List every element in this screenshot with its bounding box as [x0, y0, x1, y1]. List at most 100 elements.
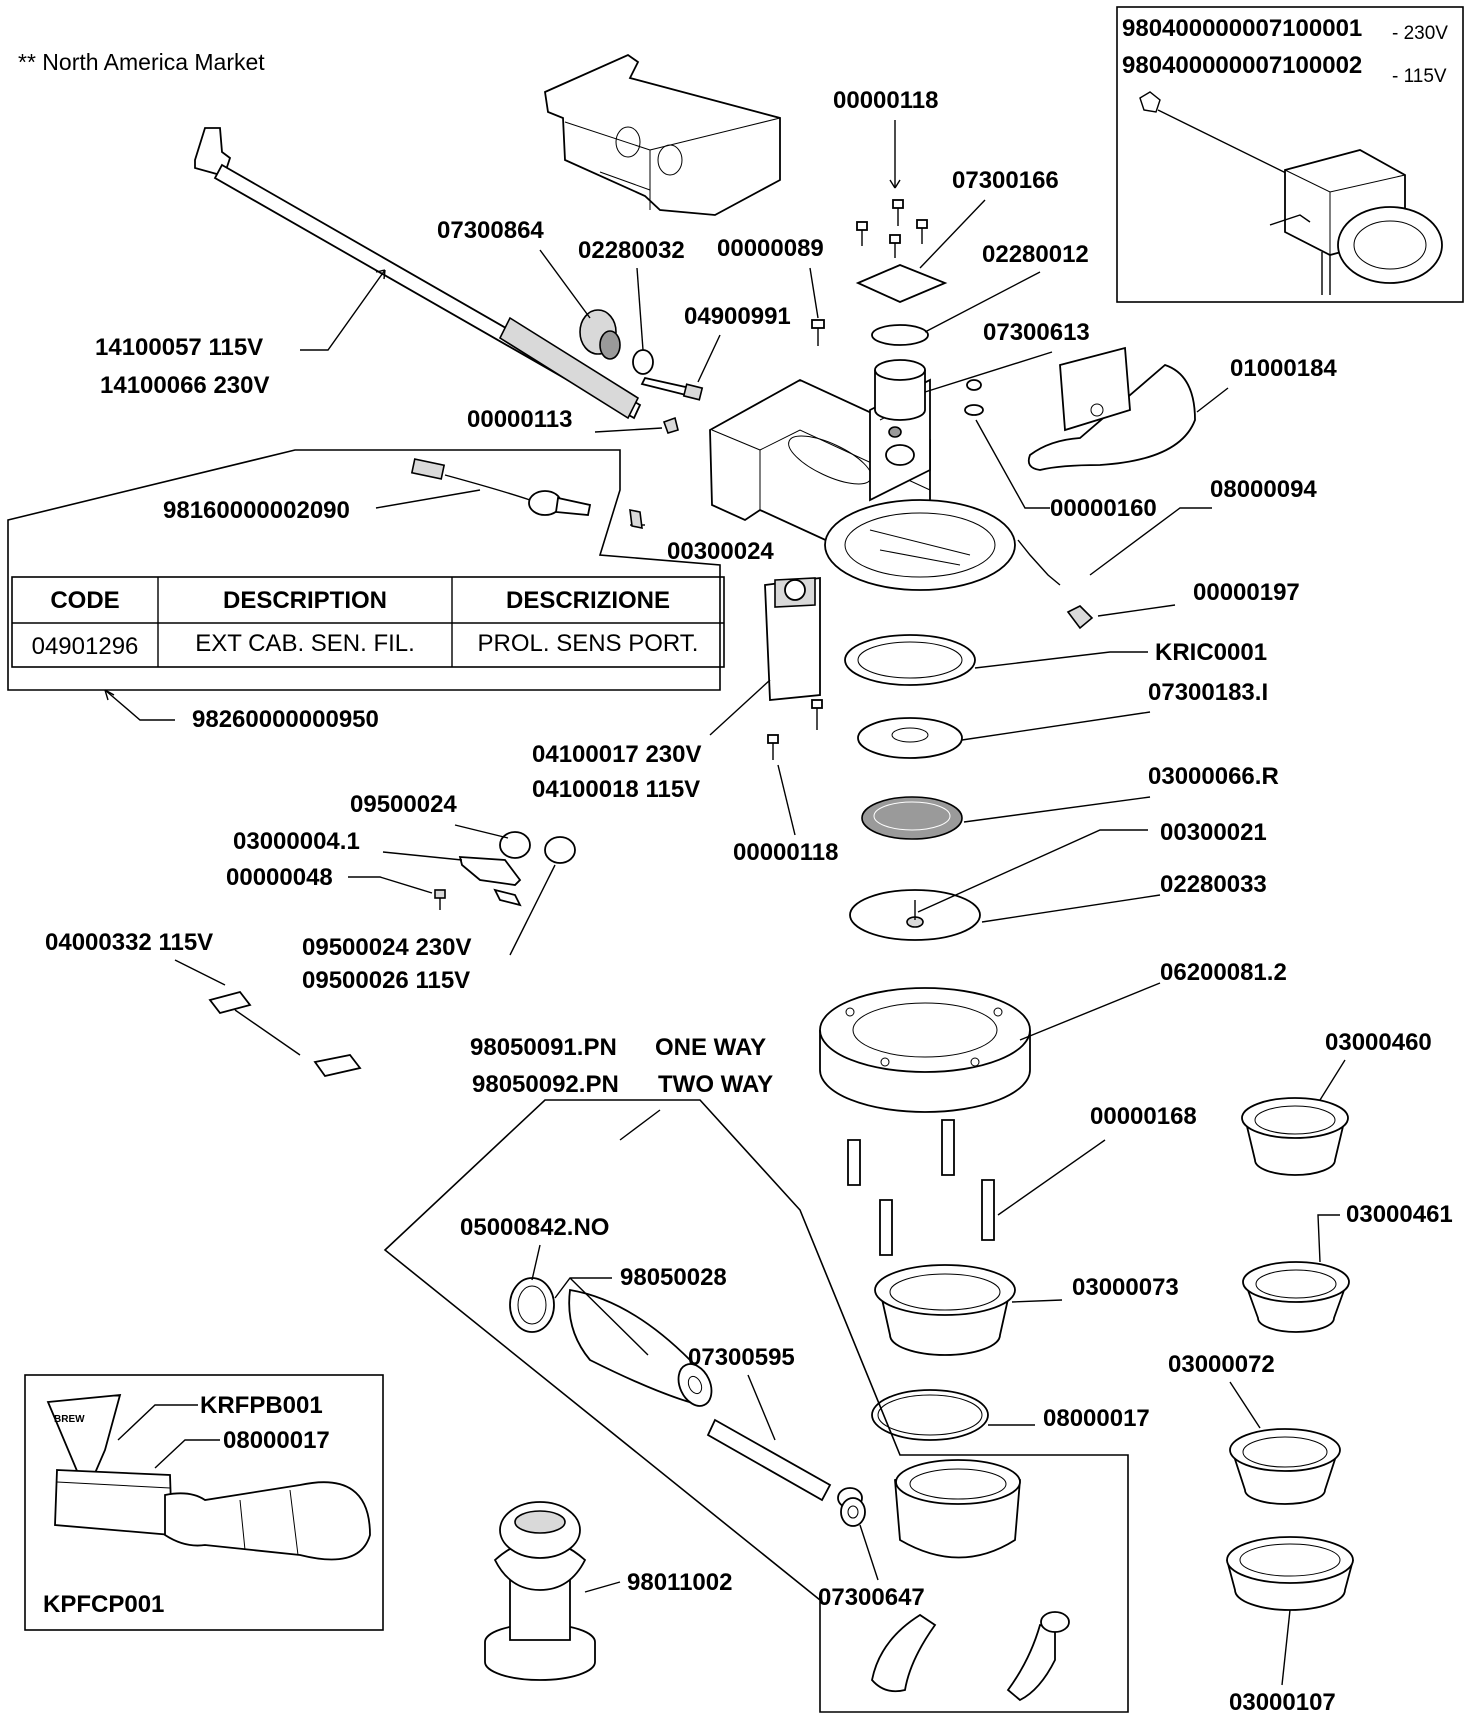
cable-98160000002090 — [410, 458, 643, 530]
label-07300864: 07300864 — [437, 217, 544, 244]
oring-02280032 — [632, 349, 654, 375]
north-america-note: ** North America Market — [18, 49, 265, 75]
label-98160000002090: 98160000002090 — [163, 497, 350, 524]
label-98050091: 98050091.PN — [470, 1034, 617, 1061]
brew-stamp: BREW — [54, 1414, 85, 1425]
heating-element-probe — [194, 127, 642, 420]
label-14100057: 14100057 115V — [95, 334, 263, 361]
label-98050091-type: ONE WAY — [655, 1034, 766, 1061]
label-00000118-top: 00000118 — [833, 87, 938, 114]
label-02280033: 02280033 — [1160, 871, 1267, 898]
table-header-code: CODE — [50, 587, 119, 614]
label-04900991: 04900991 — [684, 303, 791, 330]
valve-04100017 — [764, 576, 823, 730]
basket-03000107 — [1226, 1536, 1354, 1611]
label-krfpb001: KRFPB001 — [200, 1392, 323, 1419]
fitting-07300864 — [579, 309, 621, 360]
inset-line1-voltage: - 230V — [1392, 23, 1448, 44]
spring-08000017 — [871, 1389, 989, 1441]
inset-line2-voltage: - 115V — [1392, 66, 1447, 87]
ring-05000842-no — [509, 1277, 555, 1333]
handle-98050028 — [568, 1288, 713, 1407]
inset-line1-code: 980400000007100001 — [1122, 15, 1362, 42]
screw-00000197 — [1066, 605, 1094, 630]
spout-one-way — [871, 1613, 937, 1693]
table-cell-descrizione: PROL. SENS PORT. — [478, 630, 699, 657]
label-98011002: 98011002 — [627, 1569, 732, 1596]
basket-03000461 — [1242, 1261, 1350, 1333]
label-98050092-type: TWO WAY — [658, 1071, 773, 1098]
label-05000842-no: 05000842.NO — [460, 1214, 609, 1241]
oring-02280012 — [871, 324, 929, 346]
plate-01000184 — [1027, 346, 1196, 471]
shower-screen-03000066r — [861, 796, 963, 840]
label-kric0001: KRIC0001 — [1155, 639, 1267, 666]
label-03000072: 03000072 — [1168, 1351, 1275, 1378]
label-09500024-230: 09500024 230V — [302, 934, 472, 961]
label-03000073: 03000073 — [1072, 1274, 1179, 1301]
label-09500024-top: 09500024 — [350, 791, 457, 818]
label-07300183i: 07300183.I — [1148, 679, 1268, 706]
cable-04000332 — [208, 990, 362, 1078]
screw-00000089 — [811, 319, 825, 346]
diffuser-07300183i — [857, 717, 963, 759]
label-kpfcp001: KPFCP001 — [43, 1591, 164, 1618]
basket-03000460 — [1241, 1097, 1349, 1176]
cover-plate-07300166 — [855, 264, 948, 303]
label-01000184: 01000184 — [1230, 355, 1337, 382]
gasket-kric0001 — [844, 634, 976, 686]
label-06200081-2: 06200081.2 — [1160, 959, 1287, 986]
label-98050092: 98050092.PN — [472, 1071, 619, 1098]
group-ring-06200081-2 — [819, 987, 1031, 1113]
parts-table: CODE DESCRIPTION DESCRIZIONE 04901296 EX… — [11, 576, 725, 668]
screw-00000118-mid — [767, 734, 779, 760]
label-03000461: 03000461 — [1346, 1201, 1453, 1228]
inset-brew-group-assembly: 980400000007100001 - 230V 98040000000710… — [1116, 6, 1464, 303]
mounting-bracket — [544, 53, 781, 216]
label-03000460: 03000460 — [1325, 1029, 1432, 1056]
label-04000332: 04000332 115V — [45, 929, 213, 956]
wire-08000094 — [1017, 539, 1061, 586]
table-cell-description: EXT CAB. SEN. FIL. — [195, 630, 415, 657]
label-00000113: 00000113 — [467, 406, 572, 433]
rod-07300595 — [706, 1418, 863, 1509]
label-00300021: 00300021 — [1160, 819, 1267, 846]
table-header-descrizione: DESCRIZIONE — [506, 587, 670, 614]
label-08000017: 08000017 — [1043, 1405, 1150, 1432]
portafilter-spout-body — [894, 1459, 1021, 1559]
label-00000197: 00000197 — [1193, 579, 1300, 606]
screw-00300021-oring-02280033 — [849, 889, 981, 941]
label-02280032: 02280032 — [578, 237, 685, 264]
label-98050028: 98050028 — [620, 1264, 727, 1291]
label-04100018: 04100018 115V — [532, 776, 700, 803]
clip-00000113 — [662, 416, 679, 434]
table-cell-code: 04901296 — [32, 633, 139, 660]
portafilter-callout — [383, 1099, 1129, 1713]
label-07300613: 07300613 — [983, 319, 1090, 346]
label-03000107: 03000107 — [1229, 1689, 1336, 1716]
cylinder-07300613 — [874, 359, 926, 438]
table-header-description: DESCRIPTION — [223, 587, 387, 614]
label-07300166: 07300166 — [952, 167, 1059, 194]
basket-03000072 — [1229, 1428, 1341, 1505]
label-07300647: 07300647 — [818, 1584, 925, 1611]
label-02280012: 02280012 — [982, 241, 1089, 268]
label-14100066: 14100066 230V — [100, 372, 270, 399]
label-00000160: 00000160 — [1050, 495, 1157, 522]
label-00000048: 00000048 — [226, 864, 333, 891]
label-03000004-1: 03000004.1 — [233, 828, 360, 855]
screws-00000168 — [847, 1119, 995, 1256]
washer-00000160 — [964, 379, 984, 416]
label-08000017-inset: 08000017 — [223, 1427, 330, 1454]
label-98260000000950: 98260000000950 — [192, 706, 379, 733]
basket-03000073 — [874, 1264, 1016, 1356]
label-07300595: 07300595 — [688, 1344, 795, 1371]
inset-line2-code: 980400000007100002 — [1122, 52, 1362, 79]
thermostat-cluster — [434, 831, 576, 910]
brew-group-body — [709, 378, 1016, 591]
screws-00000118-top — [856, 199, 928, 258]
label-04100017: 04100017 230V — [532, 741, 702, 768]
label-00000168: 00000168 — [1090, 1103, 1197, 1130]
sensor-cable-callout — [7, 449, 721, 691]
